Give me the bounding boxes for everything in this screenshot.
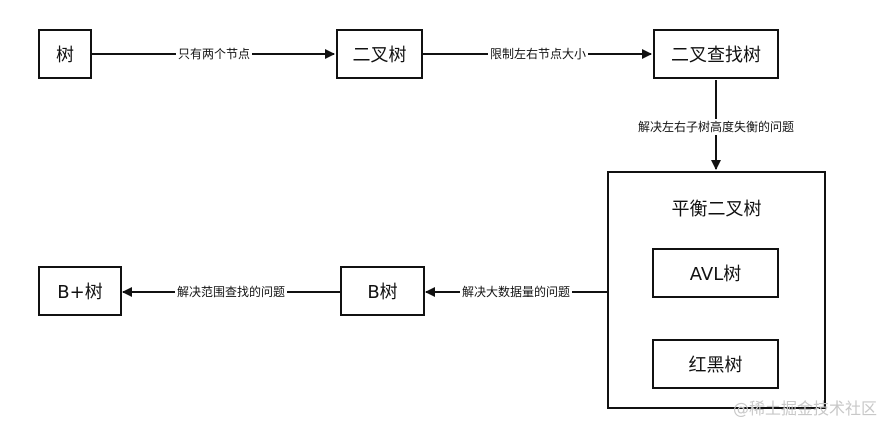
node-red-black-tree: 红黑树	[652, 339, 779, 389]
node-balanced-tree-label: 平衡二叉树	[671, 199, 762, 220]
node-b-tree-label: B树	[367, 282, 398, 303]
edge-label-balanced-to-btree: 解决大数据量的问题	[459, 284, 573, 300]
node-avl-tree: AVL树	[652, 248, 779, 298]
edge-label-tree-to-binary: 只有两个节点	[175, 46, 253, 62]
node-tree-label: 树	[56, 45, 74, 66]
node-bst: 二叉查找树	[653, 29, 779, 79]
edge-label-binary-to-bst: 限制左右节点大小	[487, 46, 589, 62]
node-b-tree: B树	[340, 266, 425, 316]
edge-label-bst-to-balanced: 解决左右子树高度失衡的问题	[635, 119, 797, 135]
node-b-plus-tree-label: B+树	[57, 282, 103, 303]
node-binary-tree: 二叉树	[336, 29, 423, 79]
node-binary-tree-label: 二叉树	[352, 45, 407, 66]
node-tree: 树	[38, 29, 92, 79]
node-red-black-tree-label: 红黑树	[688, 355, 743, 376]
node-avl-tree-label: AVL树	[689, 264, 742, 285]
node-b-plus-tree: B+树	[38, 266, 122, 316]
edge-label-btree-to-bplus: 解决范围查找的问题	[174, 284, 288, 300]
watermark: @稀土掘金技术社区	[732, 399, 877, 418]
node-bst-label: 二叉查找树	[671, 45, 761, 66]
